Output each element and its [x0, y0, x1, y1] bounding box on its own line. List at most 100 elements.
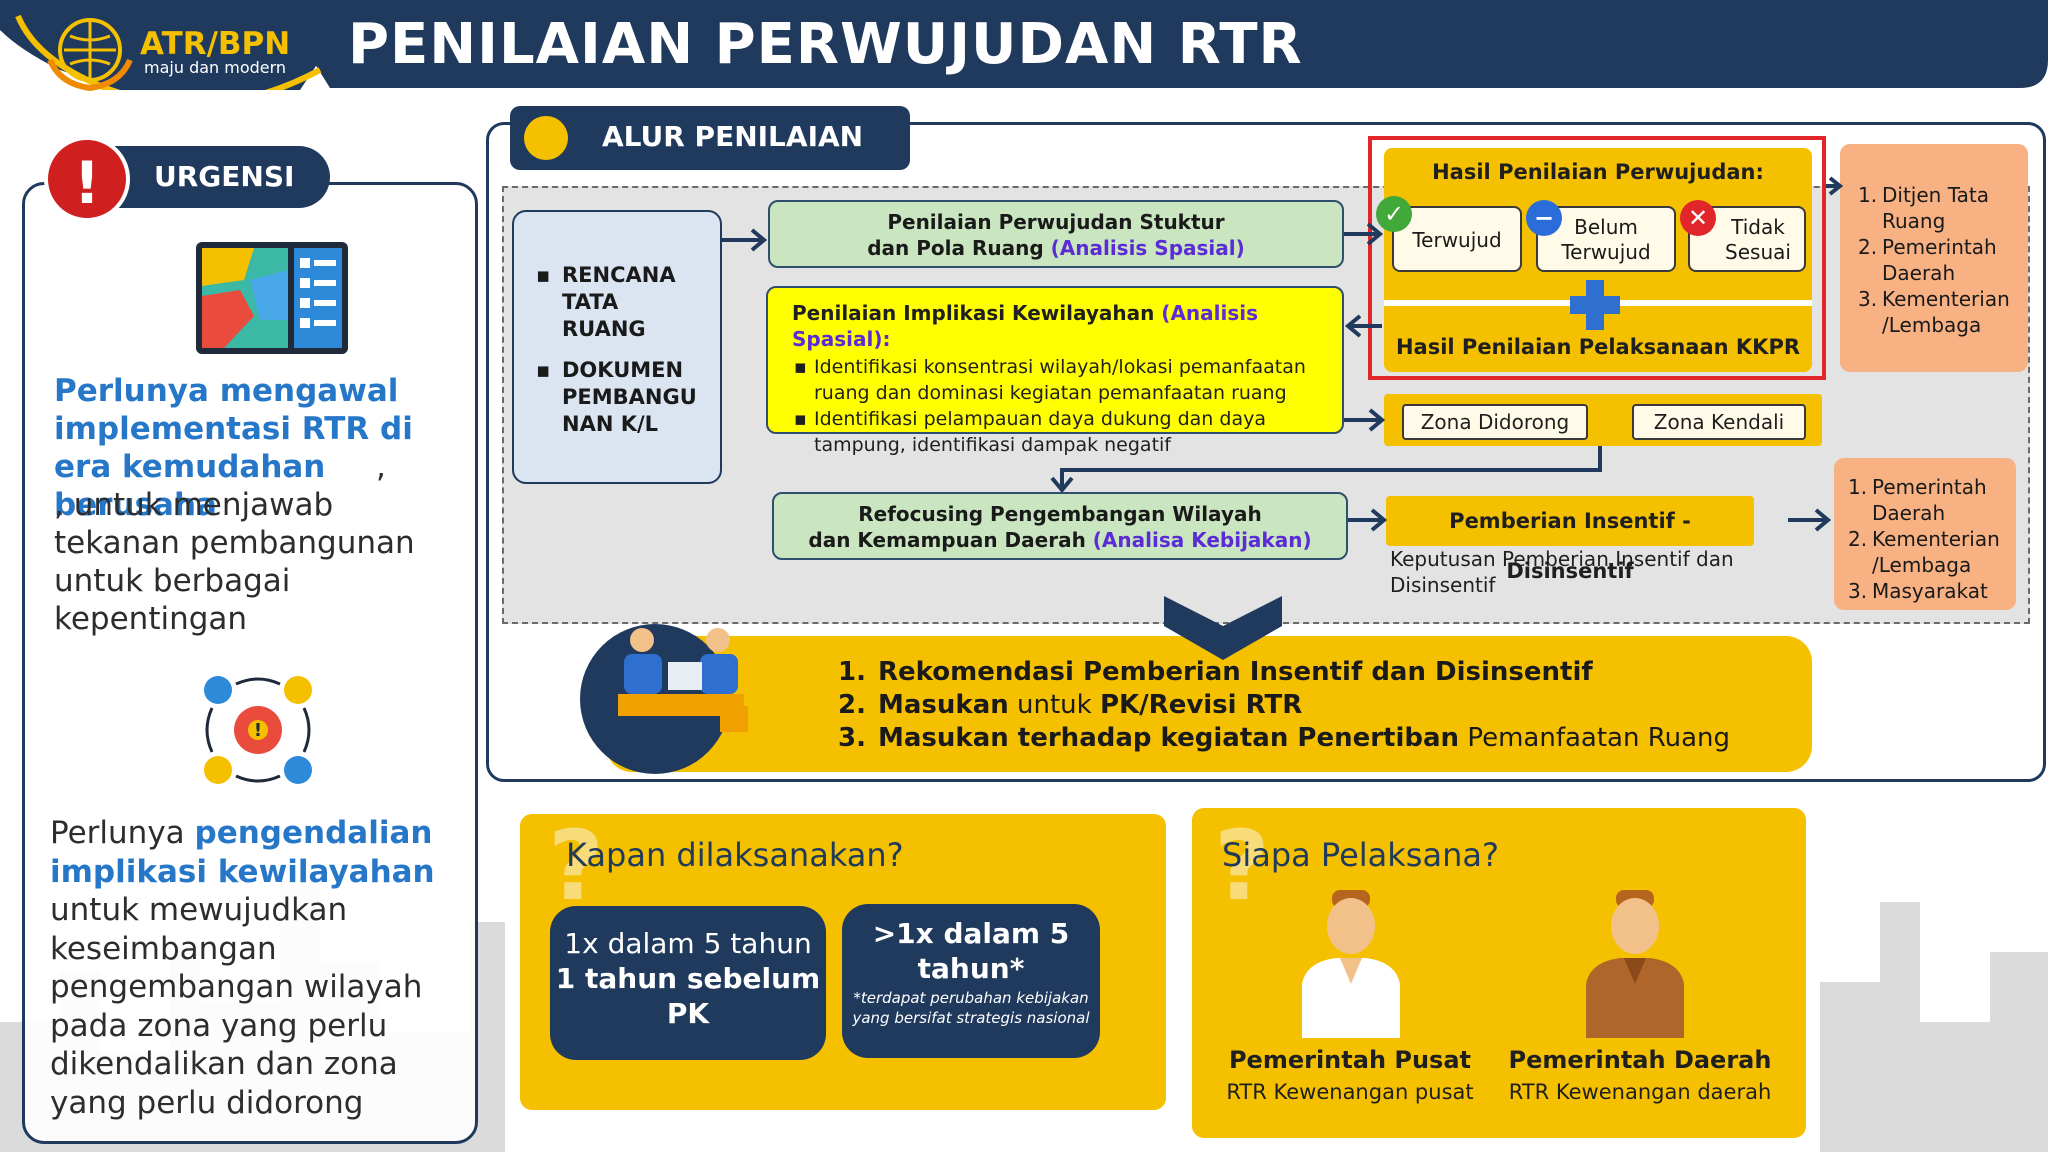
check-icon: ✓ [1376, 196, 1412, 232]
keputusan-text: Keputusan Pemberian Insentif dan Disinse… [1390, 547, 1734, 597]
pelaksana-pusat-desc: RTR Kewenangan pusat [1226, 1080, 1474, 1104]
implikasi-title: Penilaian Implikasi Kewilayahan [792, 301, 1162, 325]
rek-num: 1. [838, 657, 866, 687]
pihak1-text: Pemerintah Daerah [1882, 235, 1997, 285]
pihak-list-1: 1.Ditjen Tata Ruang 2.Pemerintah Daerah … [1840, 144, 2028, 372]
rek-item: 2. Masukan untuk PK/Revisi RTR [838, 689, 1730, 722]
zona-kendali: Zona Kendali [1632, 404, 1806, 440]
pihak1-item: 3.Kementerian /Lembaga [1858, 286, 2028, 338]
refocus-line2-wrap: dan Kemampuan Daerah (Analisa Kebijakan) [774, 527, 1346, 553]
flow-arrows [722, 176, 1844, 532]
rek-rest: Pemanfaatan Ruang [1459, 723, 1730, 753]
rek-bold: Rekomendasi Pemberian Insentif dan Disin… [878, 657, 1593, 687]
chevron-down-icon [1164, 596, 1282, 660]
pihak1-text: Ditjen Tata Ruang [1882, 183, 1989, 233]
rek-bold: Masukan terhadap kegiatan Penertiban [878, 723, 1460, 753]
team-icon [618, 628, 748, 732]
brand-name: ATR/BPN [140, 26, 291, 62]
pihak2-item: 1.Pemerintah Daerah [1848, 474, 2016, 526]
pihak1-item: 2.Pemerintah Daerah [1858, 234, 2028, 286]
kkpr-label: Hasil Penilaian Pelaksanaan KKPR [1395, 335, 1801, 359]
implikasi-list: Identifikasi konsentrasi wilayah/lokasi … [792, 354, 1324, 458]
alur-dot-icon [524, 116, 568, 160]
rek-rest: untuk [1008, 690, 1100, 720]
jadwal-reguler-line2: 1 tahun sebelum PK [555, 962, 821, 1030]
rekomendasi-band [606, 636, 1812, 772]
struktur-tag: (Analisis Spasial) [1050, 236, 1245, 260]
refocus-line1: Refocusing Pengembangan Wilayah [858, 502, 1262, 526]
pihak2-text: Pemerintah Daerah [1872, 475, 1987, 525]
hasil-title: Hasil Penilaian Perwujudan: [1432, 160, 1764, 184]
pihak2-text: Kementerian /Lembaga [1872, 527, 2000, 577]
jadwal-khusus-note: *terdapat perubahan kebijakan yang bersi… [852, 989, 1090, 1027]
zona-didorong: Zona Didorong [1402, 404, 1588, 440]
question-mark-icon: ? [1214, 810, 1270, 922]
pihak1-text: Kementerian /Lembaga [1882, 287, 2010, 337]
rek-num: 2. [838, 690, 866, 720]
question-mark-icon: ? [548, 810, 604, 922]
gear-cycle-icon: ! [204, 676, 312, 784]
pihak-list-2: 1.Pemerintah Daerah 2.Kementerian /Lemba… [1834, 458, 2016, 610]
pihak2-item: 3.Masyarakat [1848, 579, 1988, 603]
input-documents-box [512, 210, 722, 484]
refocus-tag: (Analisa Kebijakan) [1092, 528, 1312, 552]
hasil-highlight-frame [1368, 136, 1826, 380]
close-icon: ✕ [1680, 200, 1716, 236]
minus-icon: − [1526, 200, 1562, 236]
kapan-title: Kapan dilaksanakan? [566, 836, 904, 874]
implikasi-item: Identifikasi konsentrasi wilayah/lokasi … [792, 354, 1324, 406]
urgensi-point2: Perlunya pengendalian implikasi kewilaya… [50, 814, 470, 1122]
alur-header [510, 106, 910, 170]
input-item: DOKUMEN PEMBANGU NAN K/L [536, 357, 697, 438]
pihak1-item: 1.Ditjen Tata Ruang [1858, 182, 2028, 234]
urgensi-point2-highlight: pengendalian implikasi kewilayahan [50, 815, 435, 890]
siapa-title: Siapa Pelaksana? [1222, 836, 1499, 874]
jadwal-reguler-line1: 1x dalam 5 tahun [564, 927, 812, 960]
atr-bpn-logo-icon [47, 18, 133, 92]
urgensi-point1-highlight: Perlunya mengawal implementasi RTR di er… [54, 373, 413, 523]
siapa-panel [1192, 808, 1806, 1138]
pihak2-text: Masyarakat [1872, 579, 1988, 603]
input-item: RENCANA TATA RUANG [536, 262, 686, 343]
map-dashboard-icon [196, 242, 348, 354]
brand-tagline: maju dan modern [144, 58, 287, 77]
rekomendasi-list: 1. Rekomendasi Pemberian Insentif dan Dis… [838, 656, 1730, 755]
jadwal-reguler-card: 1x dalam 5 tahun 1 tahun sebelum PK [550, 906, 826, 1060]
rek-num: 3. [838, 723, 866, 753]
input-documents-list: RENCANA TATA RUANG DOKUMEN PEMBANGU NAN … [536, 262, 697, 452]
urgensi-label: URGENSI [154, 160, 295, 193]
struktur-pola-box: Penilaian Perwujudan Stuktur dan Pola Ru… [768, 200, 1344, 268]
implikasi-item: Identifikasi pelampauan daya dukung dan … [792, 406, 1324, 458]
struktur-line1: Penilaian Perwujudan Stuktur [887, 210, 1225, 234]
jadwal-khusus-card: >1x dalam 5 tahun* *terdapat perubahan k… [842, 904, 1100, 1058]
urgensi-point1-rest: , untuk menjawab tekanan pembangunan unt… [54, 486, 464, 638]
result-card-belum-terwujud: Belum Terwujud [1536, 206, 1676, 272]
plus-icon-bar [1570, 296, 1620, 314]
insentif-box: Pemberian Insentif - Disinsentif [1386, 496, 1754, 583]
alur-label: ALUR PENILAIAN [602, 120, 864, 153]
refocus-line2: dan Kemampuan Daerah [808, 528, 1093, 552]
rek-bold: Masukan [878, 690, 1009, 720]
result-card-terwujud: Terwujud [1392, 206, 1522, 272]
alert-icon: ! [44, 136, 130, 222]
rek-bold2: PK/Revisi RTR [1099, 690, 1303, 720]
svg-text:!: ! [254, 720, 262, 741]
pihak2-item: 2.Kementerian /Lembaga [1848, 526, 2016, 578]
pelaksana-daerah-name: Pemerintah Daerah [1508, 1046, 1772, 1074]
urgensi-point2-lead: Perlunya [50, 815, 195, 851]
urgensi-point1-rest-text: , untuk menjawab tekanan pembangunan unt… [54, 487, 415, 637]
rek-item: 3. Masukan terhadap kegiatan Penertiban P… [838, 722, 1730, 755]
implikasi-title-wrap: Penilaian Implikasi Kewilayahan (Analisi… [792, 300, 1324, 352]
pelaksana-pusat-name: Pemerintah Pusat [1228, 1046, 1472, 1074]
pelaksana-daerah-desc: RTR Kewenangan daerah [1508, 1080, 1772, 1104]
implikasi-box: Penilaian Implikasi Kewilayahan (Analisi… [766, 286, 1344, 456]
page-title: PENILAIAN PERWUJUDAN RTR [348, 12, 1303, 77]
urgensi-point2-rest: untuk mewujudkan keseimbangan pengembang… [50, 892, 423, 1121]
struktur-line2: dan Pola Ruang [867, 236, 1051, 260]
refocusing-box: Refocusing Pengembangan Wilayah dan Kema… [772, 492, 1348, 560]
jadwal-khusus-main: >1x dalam 5 tahun* [872, 917, 1070, 985]
urgensi-point1-comma: , [376, 449, 386, 485]
struktur-line2-wrap: dan Pola Ruang (Analisis Spasial) [770, 235, 1342, 261]
implikasi-tag: (Analisis Spasial): [792, 301, 1259, 351]
official-daerah-avatar-icon [1586, 890, 1684, 1038]
